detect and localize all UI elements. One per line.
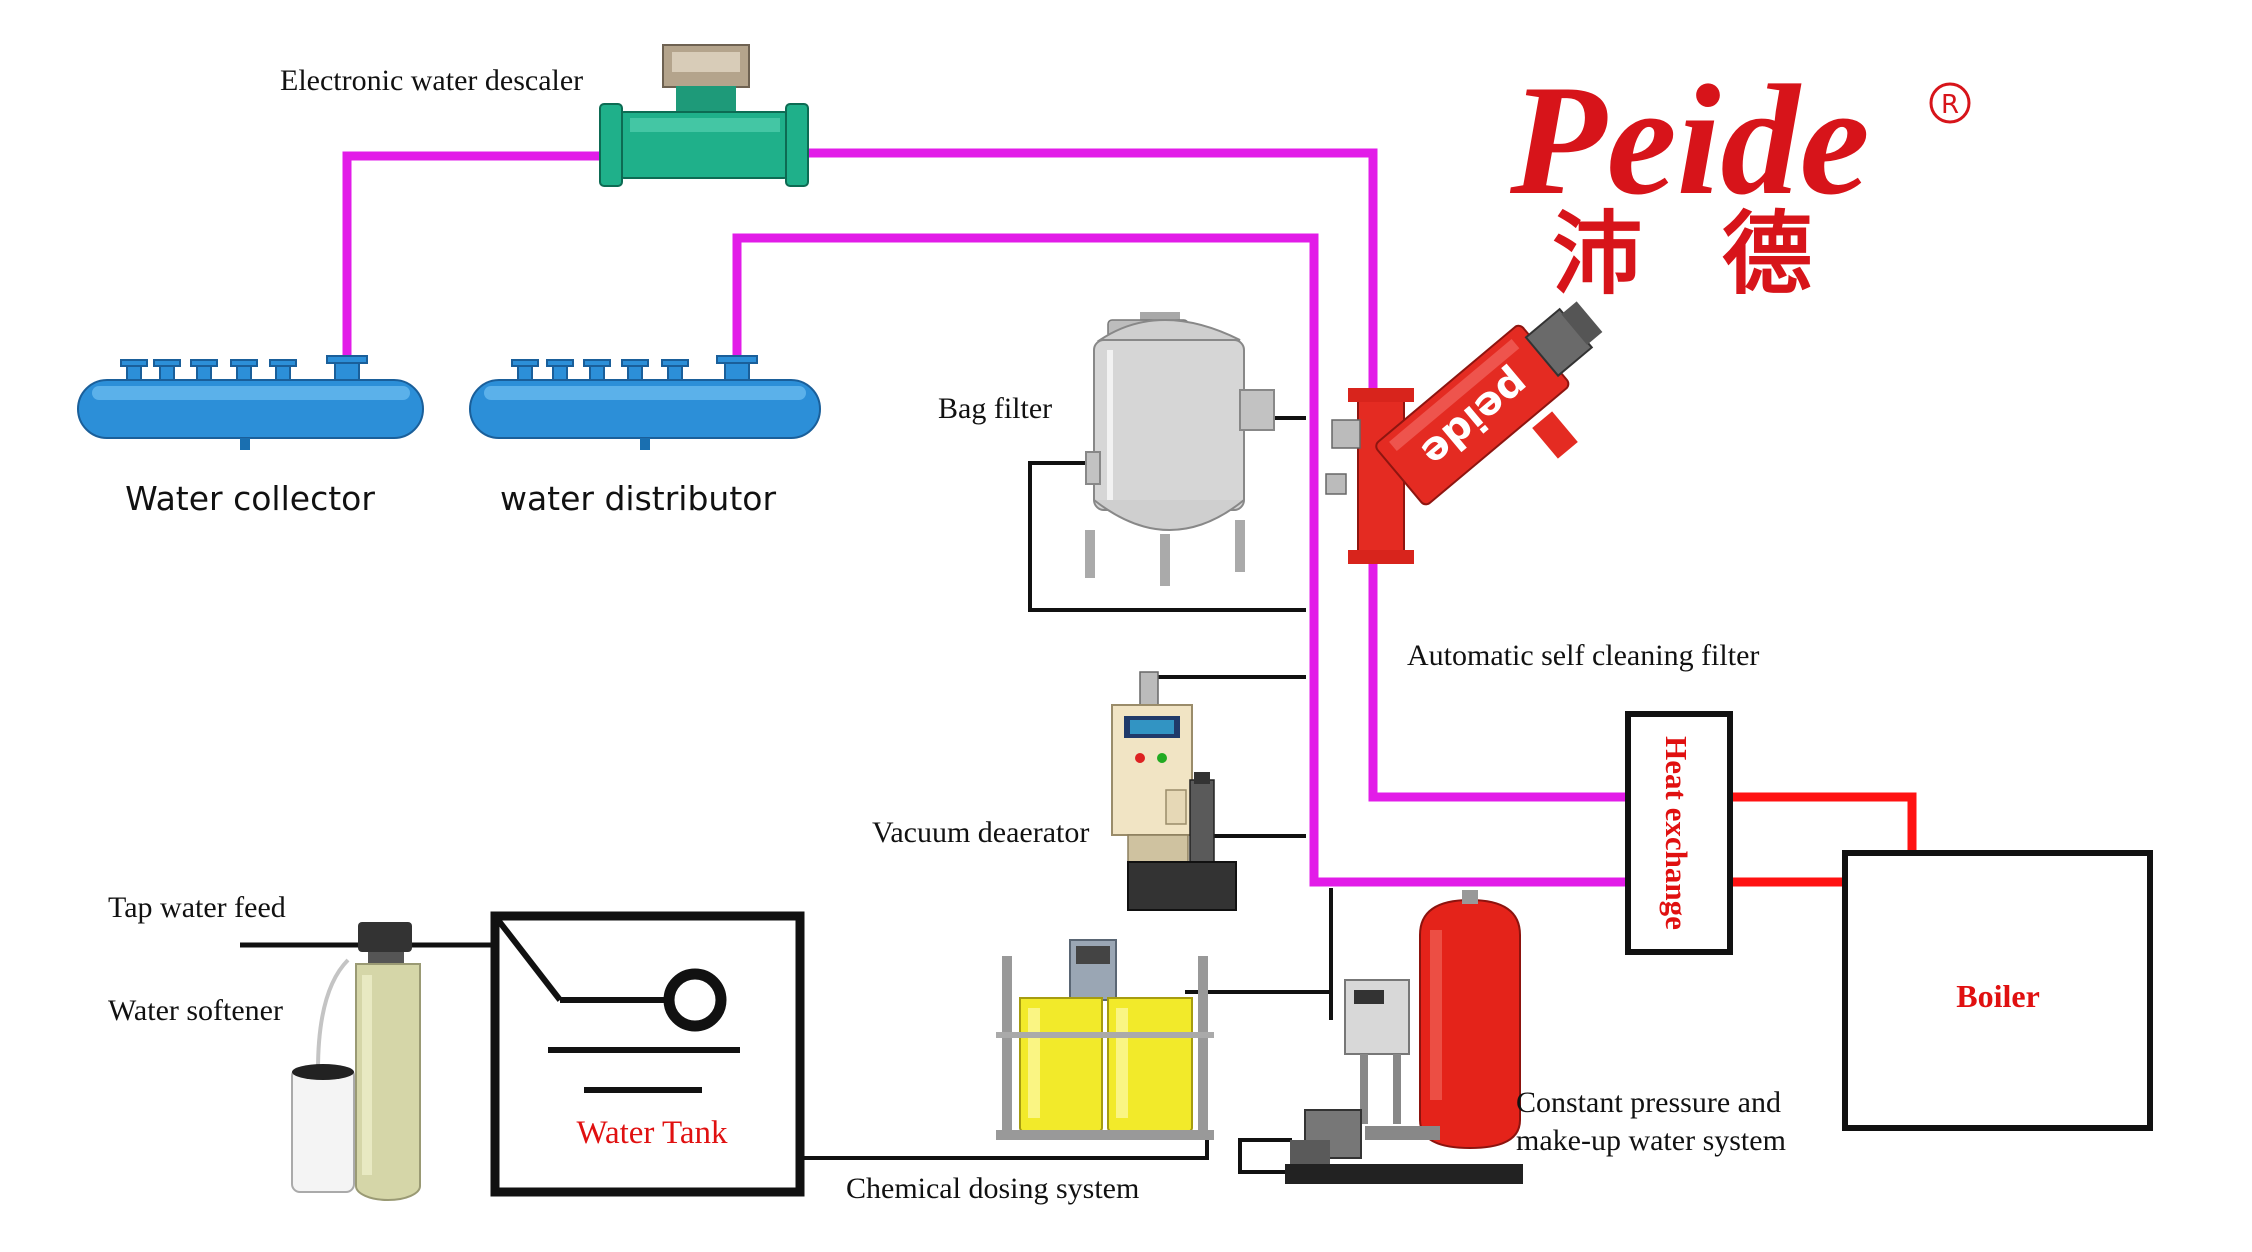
pressure-base bbox=[1285, 1164, 1523, 1184]
chemical-dosing-system: Chemical dosing system bbox=[846, 939, 1214, 1205]
electronic-descaler: Electronic water descaler bbox=[280, 44, 809, 187]
boiler: Boiler bbox=[1842, 850, 2153, 1131]
collector-label: Water collector bbox=[125, 479, 375, 518]
pipe-distributor-return bbox=[732, 233, 1636, 887]
red-pipes bbox=[1731, 792, 1917, 887]
water-tank-label: Water Tank bbox=[576, 1115, 728, 1151]
deaerator-base bbox=[1127, 861, 1237, 911]
self-cleaning-filter: peide Automatic self cleaning filter bbox=[1325, 301, 1759, 672]
bag-filter-label: Bag filter bbox=[938, 392, 1052, 425]
water-collector: Water collector bbox=[77, 355, 424, 518]
float-ball bbox=[663, 968, 727, 1032]
pipe-collector-descaler bbox=[342, 151, 608, 362]
peide-logo: Peide R 沛德 bbox=[1509, 53, 1971, 307]
distributor-label: water distributor bbox=[500, 479, 776, 518]
boiler-label: Boiler bbox=[1956, 978, 2040, 1014]
softener-label: Water softener bbox=[108, 994, 283, 1027]
water-tank: Water Tank bbox=[490, 911, 805, 1197]
self-clean-label: Automatic self cleaning filter bbox=[1407, 639, 1759, 672]
pressure-label-1: Constant pressure and bbox=[1516, 1086, 1781, 1119]
constant-pressure-system: Constant pressure and make-up water syst… bbox=[1285, 890, 1786, 1184]
brand-chinese: 沛德 bbox=[1552, 202, 1892, 307]
tap-water-label: Tap water feed bbox=[108, 891, 286, 924]
registered-mark: R bbox=[1941, 90, 1959, 120]
dosing-label: Chemical dosing system bbox=[846, 1172, 1139, 1205]
brand-name: Peide bbox=[1509, 53, 1870, 228]
pipe-tank-to-pump bbox=[1238, 1138, 1292, 1174]
water-distributor: water distributor bbox=[469, 355, 821, 518]
deaerator-label: Vacuum deaerator bbox=[872, 816, 1089, 849]
pipe-tank-to-dosing bbox=[802, 1138, 1209, 1160]
water-softener: Tap water feed Water softener bbox=[108, 891, 421, 1201]
pipe-bagfilter-bottom bbox=[1028, 461, 1306, 612]
heat-exchange-label: Heat exchange bbox=[1659, 736, 1694, 930]
descaler-label: Electronic water descaler bbox=[280, 64, 583, 97]
pressure-label-2: make-up water system bbox=[1516, 1124, 1786, 1157]
brine-tank bbox=[291, 1067, 355, 1193]
water-tank-box bbox=[490, 911, 805, 1197]
bag-filter-vessel bbox=[1093, 339, 1245, 511]
bag-filter: Bag filter bbox=[938, 312, 1275, 586]
heat-exchange-box bbox=[1625, 711, 1733, 955]
pressure-tank bbox=[1419, 898, 1521, 1150]
vacuum-deaerator: Vacuum deaerator bbox=[872, 671, 1237, 911]
heat-exchanger: Heat exchange bbox=[1625, 711, 1733, 955]
boiler-box bbox=[1842, 850, 2153, 1131]
pipe-heat-boiler-top bbox=[1731, 792, 1917, 852]
